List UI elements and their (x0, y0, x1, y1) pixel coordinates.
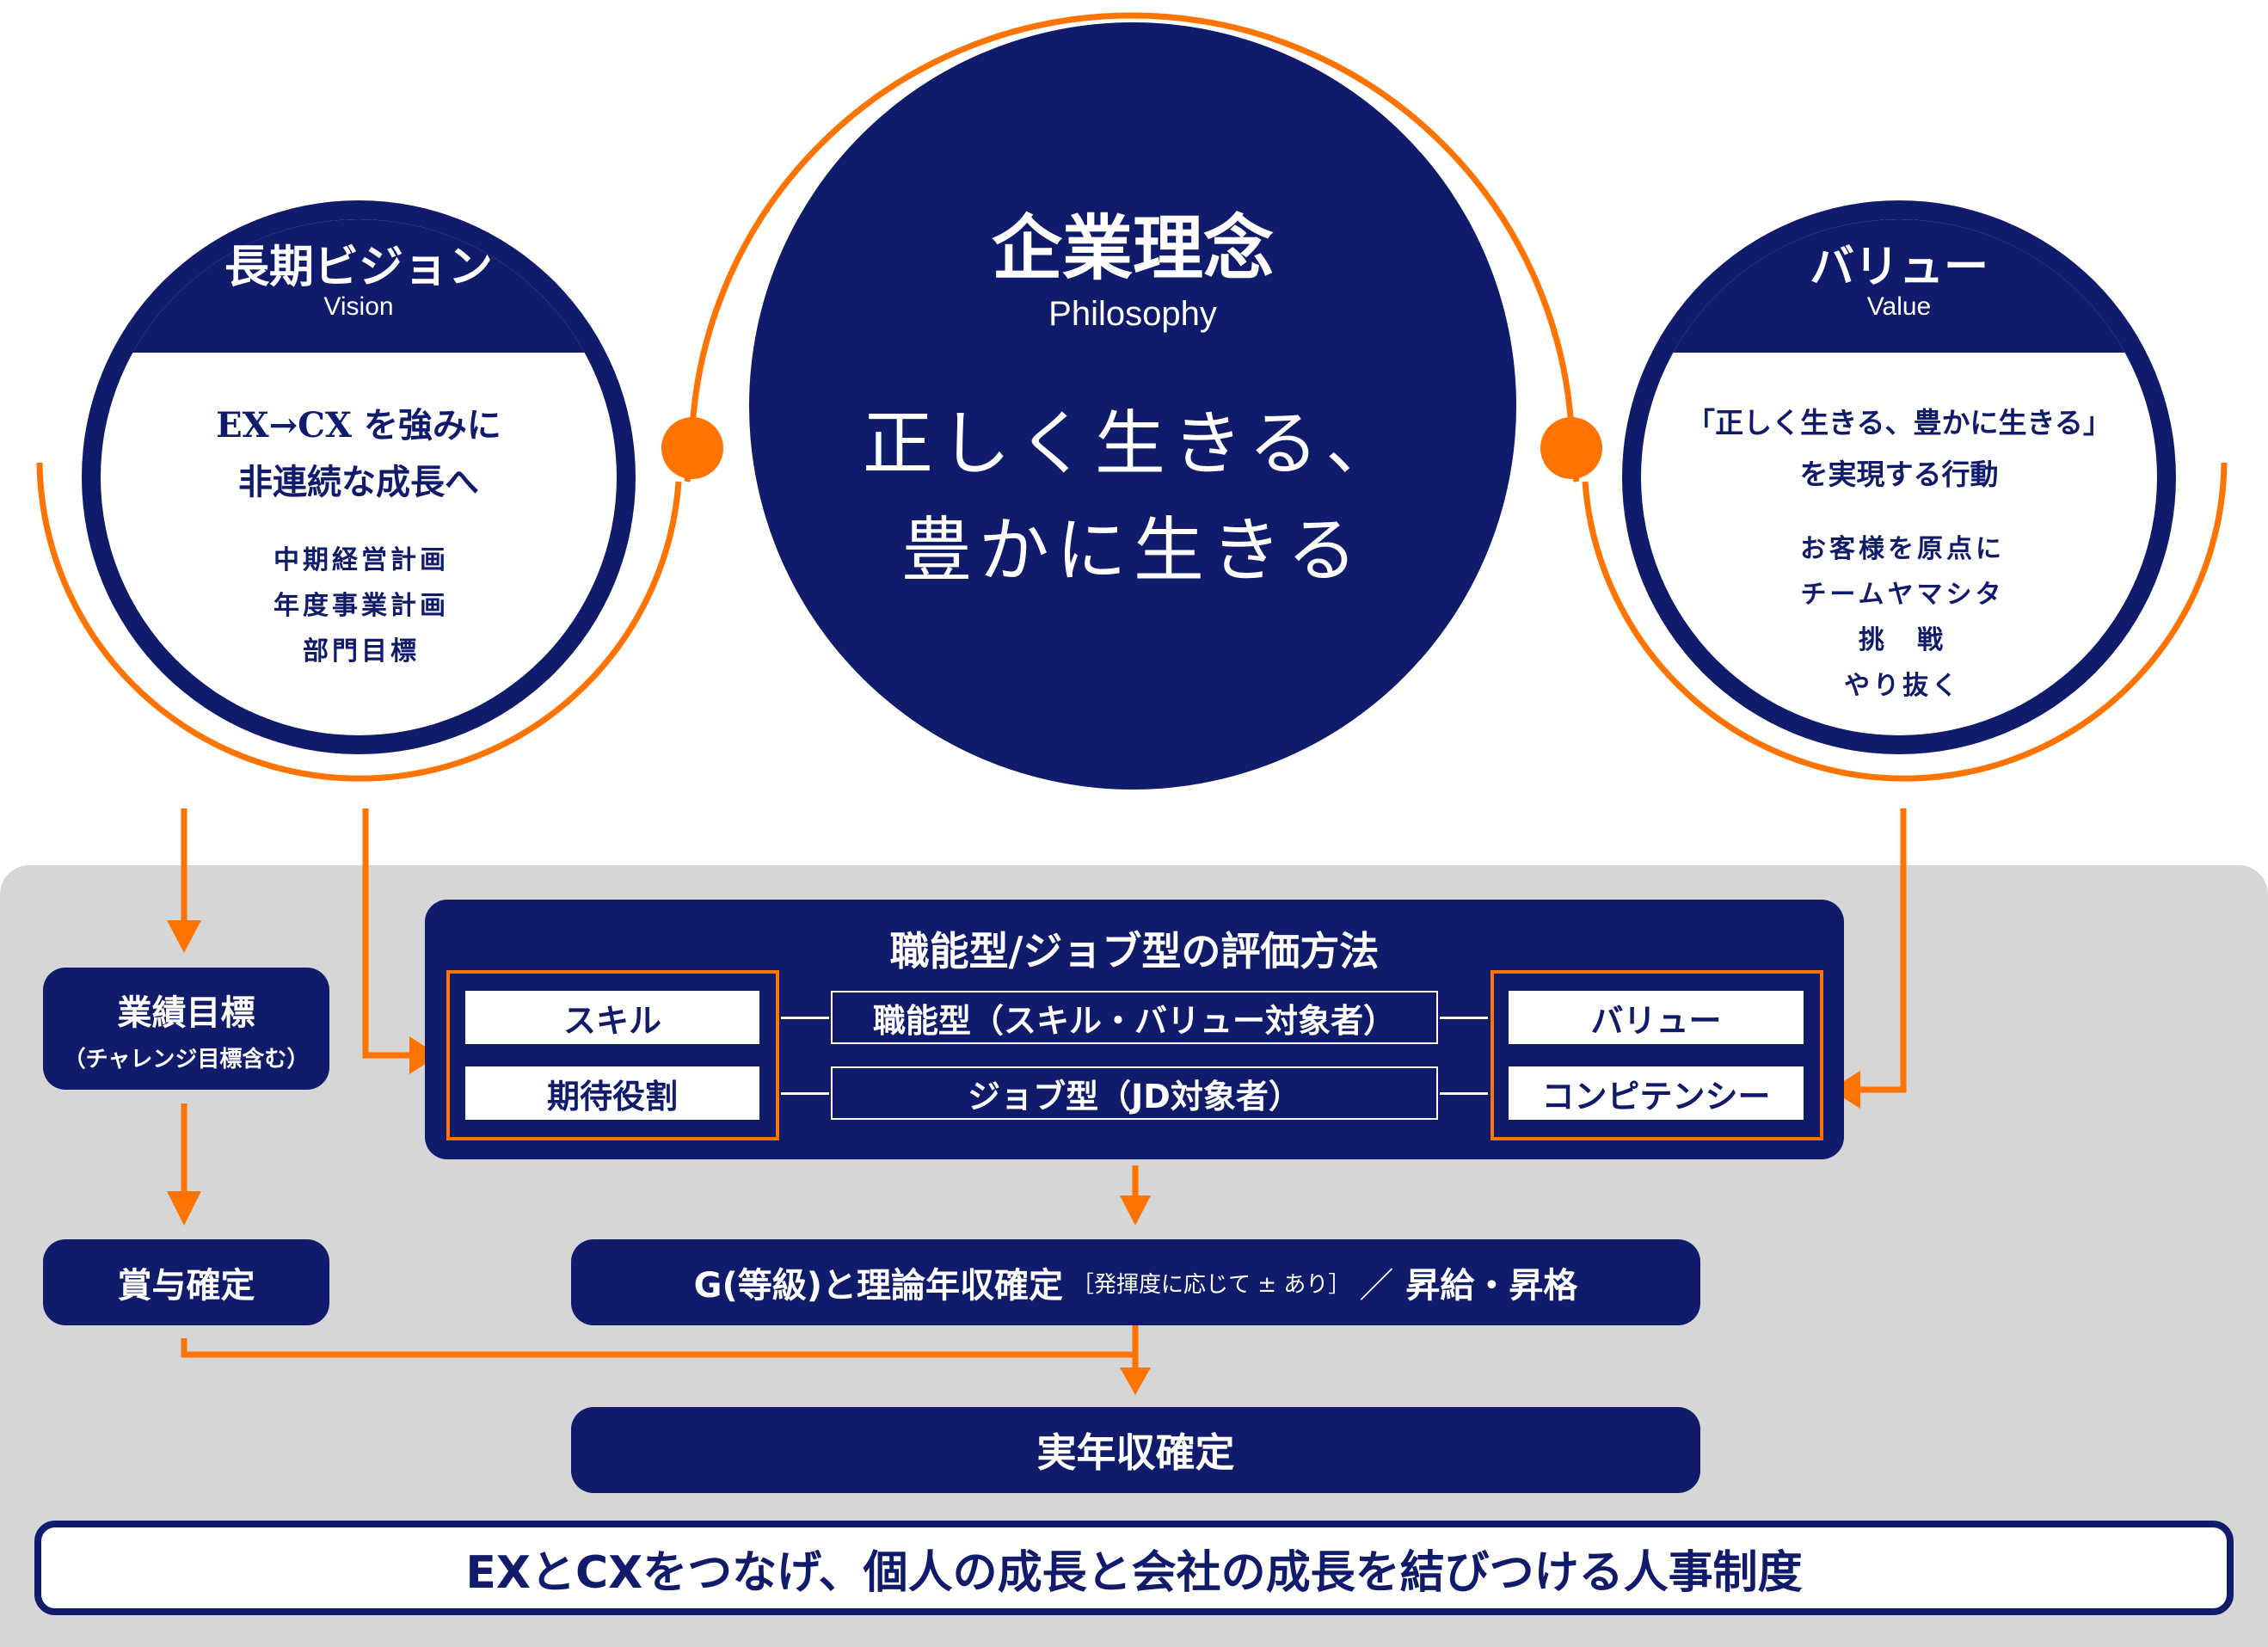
philosophy-subtitle: Philosophy (1048, 295, 1217, 333)
skill-cell: スキル (465, 991, 759, 1044)
vision-plan-list: 中期経営計画 年度事業計画 部門目標 (274, 538, 449, 674)
value-subtitle: Value (1866, 292, 1932, 321)
arrow-down-icon (167, 920, 201, 953)
connector-line (781, 1092, 829, 1095)
vision-orange-arc (36, 462, 682, 782)
value-cell: バリュー (1509, 991, 1804, 1044)
grade-income-box: G(等級)と理論年収確定 ［発揮度に応じて ± あり］ ／ 昇給・昇格 (571, 1239, 1700, 1325)
connector-line (781, 1017, 829, 1019)
vision-item: 中期経営計画 (274, 545, 449, 575)
arrow-down-icon (1120, 1195, 1151, 1226)
connector-dot-left (661, 417, 723, 479)
value-behavior-list: お客様を原点に チームヤマシタ 挑 戦 やり抜く (1800, 526, 2005, 709)
value-item: 挑 戦 (1859, 625, 1946, 655)
grade-main-text: G(等級)と理論年収確定 (693, 1266, 1064, 1306)
grade-tail-text: 昇給・昇格 (1405, 1266, 1578, 1306)
vision-subtitle: Vision (323, 292, 394, 321)
vision-item: 年度事業計画 (274, 591, 449, 621)
arrow-left-icon (1830, 1071, 1860, 1109)
value-item: チームヤマシタ (1800, 580, 2005, 610)
philosophy-orange-arc (688, 12, 1576, 457)
performance-goal-title: 業績目標 (117, 993, 255, 1033)
vision-item: 部門目標 (303, 636, 420, 667)
connector-dot-right (1540, 417, 1602, 479)
right-orange-frame (1490, 970, 1823, 1140)
value-orange-arc (1582, 462, 2228, 782)
vision-headline: EX→CX を強みに 非連続な成長へ (216, 405, 501, 502)
connector-line (1440, 1092, 1488, 1095)
performance-goal-note: （チャレンジ目標含む） (63, 1046, 310, 1072)
value-title: バリュー (1809, 242, 1989, 293)
hr-system-summary-banner: EXとCXをつなげ、個人の成長と会社の成長を結びつける人事制度 (34, 1521, 2234, 1615)
left-orange-frame (446, 970, 779, 1140)
philosophy-statement: 正しく生きる、 豊かに生きる (862, 403, 1404, 592)
grade-note: ［発揮度に応じて ± あり］ (1072, 1271, 1351, 1298)
arrow-down-icon (167, 1191, 201, 1226)
vision-title: 長期ビジョン (224, 242, 494, 293)
bonus-box: 賞与確定 (43, 1239, 329, 1325)
value-item: やり抜く (1844, 671, 1961, 701)
evaluation-title: 職能型/ジョブ型の評価方法 (889, 928, 1380, 974)
grade-slash: ／ (1359, 1266, 1394, 1306)
value-headline: 「正しく生きる、豊かに生きる」 を実現する行動 (1687, 406, 2111, 491)
arrow-down-icon (1120, 1367, 1151, 1395)
philosophy-circle (749, 22, 1516, 790)
performance-goal-box: 業績目標 （チャレンジ目標含む） (43, 968, 329, 1090)
actual-income-box: 実年収確定 (571, 1407, 1700, 1493)
arrow-right-icon (409, 1036, 439, 1074)
connector-line (1440, 1017, 1488, 1019)
competency-cell: コンピテンシー (1509, 1066, 1804, 1120)
job-based-type-cell: ジョブ型（JD対象者） (831, 1066, 1438, 1120)
philosophy-title: 企業理念 (991, 208, 1275, 290)
value-item: お客様を原点に (1800, 534, 2005, 564)
skill-based-type-cell: 職能型（スキル・バリュー対象者） (831, 991, 1438, 1044)
expected-role-cell: 期待役割 (465, 1066, 759, 1120)
